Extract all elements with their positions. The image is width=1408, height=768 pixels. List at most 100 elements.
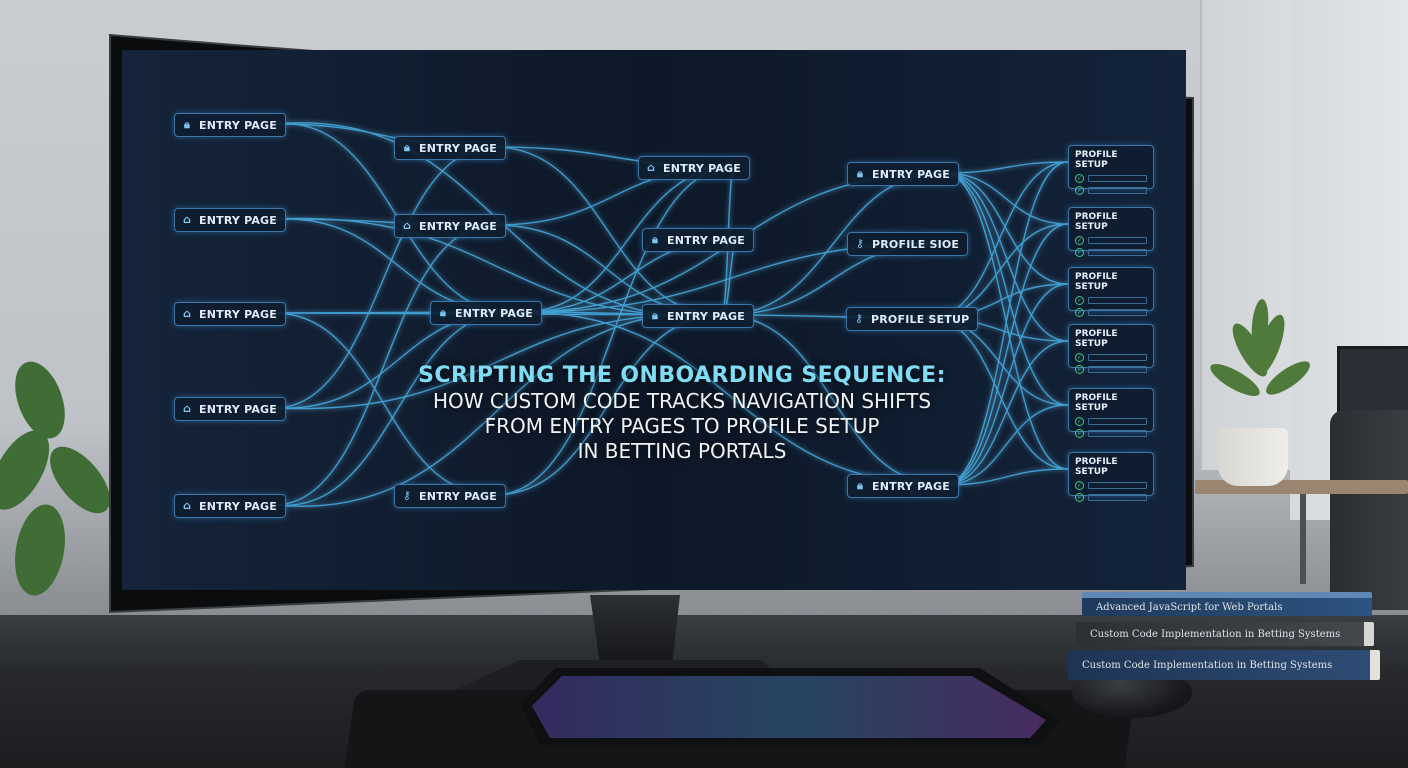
node-label: PROFILE SETUP — [871, 312, 970, 326]
node-label: ENTRY PAGE — [663, 161, 741, 175]
book: Custom Code Implementation in Betting Sy… — [1068, 650, 1380, 680]
node-label: ENTRY PAGE — [199, 118, 277, 132]
node-label: ENTRY PAGE — [667, 233, 745, 247]
headline-subtitle-1: HOW CUSTOM CODE TRACKS NAVIGATION SHIFTS — [432, 389, 932, 413]
entry-node[interactable]: 🔒︎ ENTRY PAGE — [642, 304, 754, 328]
node-label: ENTRY PAGE — [667, 309, 745, 323]
flow-connection-glow — [273, 311, 723, 509]
lock-icon: 🔒︎ — [439, 306, 447, 319]
card-title: PROFILE SETUP — [1075, 150, 1118, 170]
form-field[interactable] — [1088, 174, 1147, 182]
profile-setup-card[interactable]: PROFILE SETUP ✓ ✓ — [1068, 145, 1154, 195]
node-label: ENTRY PAGE — [199, 402, 277, 416]
monitor-screen: 🔒︎ ENTRY PAGE ⌂ ENTRY PAGE ⌂ ENTRY PAGE ⌂ EN… — [122, 50, 1186, 590]
home-icon: ⌂ — [646, 161, 656, 174]
node-label: PROFILE SIOE — [872, 237, 960, 251]
lock-icon: 🔒︎ — [651, 309, 659, 322]
headline-title: SCRIPTING THE ONBOARDING SEQUENCE: — [418, 363, 946, 388]
book-title: Advanced JavaScript for Web Portals — [1096, 601, 1283, 613]
flow-connection-glow — [943, 171, 1069, 286]
entry-node[interactable]: ⌂ ENTRY PAGE — [174, 494, 286, 518]
profile-setup-card[interactable]: PROFILE SETUP ✓ ✓ — [1068, 452, 1154, 502]
node-label: ENTRY PAGE — [199, 499, 277, 513]
node-label: ENTRY PAGE — [199, 213, 277, 227]
form-field[interactable] — [1088, 353, 1147, 361]
flow-connection-glow — [273, 145, 495, 410]
home-icon: ⌂ — [182, 499, 192, 512]
form-field[interactable] — [1088, 417, 1147, 425]
check-icon: ✓ — [1075, 235, 1084, 245]
flow-connection-glow — [943, 171, 1069, 471]
profile-node[interactable]: ⚷PROFILE SIOE — [847, 232, 969, 256]
check-icon: ✓ — [1075, 352, 1084, 362]
node-label: ENTRY PAGE — [419, 141, 497, 155]
book: Custom Code Implementation in Betting Sy… — [1076, 622, 1374, 646]
book-title: Custom Code Implementation in Betting Sy… — [1082, 659, 1333, 671]
key-icon: ⚷ — [402, 489, 412, 502]
profile-setup-card[interactable]: PROFILE SETUP ✓ ✓ — [1068, 267, 1154, 317]
check-icon: ✓ — [1075, 247, 1084, 257]
flow-connection-glow — [273, 312, 723, 411]
headline-subtitle-3: IN BETTING PORTALS — [577, 439, 787, 463]
flow-connection-glow — [943, 171, 1069, 226]
card-title: PROFILE SETUP — [1075, 457, 1118, 477]
flow-connection-glow — [943, 467, 1069, 487]
form-field[interactable] — [1088, 236, 1147, 244]
profile-node[interactable]: ⚷PROFILE SETUP — [846, 307, 979, 331]
profile-setup-card[interactable]: PROFILE SETUP ✓ ✓ — [1068, 207, 1154, 257]
node-label: ENTRY PAGE — [419, 489, 497, 503]
flow-connection-glow — [943, 339, 1069, 487]
check-icon: ✓ — [1075, 295, 1084, 305]
form-field[interactable] — [1088, 493, 1147, 501]
profile-setup-card[interactable]: PROFILE SETUP ✓ ✓ — [1068, 388, 1154, 438]
card-title: PROFILE SETUP — [1075, 272, 1118, 292]
form-field[interactable] — [1088, 365, 1147, 373]
check-icon: ✓ — [1075, 173, 1084, 183]
entry-node[interactable]: 🔒︎ ENTRY PAGE — [847, 162, 959, 186]
lock-icon: 🔒︎ — [856, 167, 864, 180]
entry-node[interactable]: ⚷ ENTRY PAGE — [394, 484, 506, 508]
check-icon: ✓ — [1075, 416, 1084, 426]
form-field[interactable] — [1088, 481, 1147, 489]
card-title: PROFILE SETUP — [1075, 329, 1118, 349]
check-icon: ✓ — [1075, 307, 1084, 317]
home-icon: ⌂ — [182, 402, 192, 415]
flow-connection-glow — [943, 160, 1069, 175]
flow-connection-glow — [943, 403, 1069, 487]
office-chair — [1330, 410, 1408, 610]
check-icon: ✓ — [1075, 185, 1084, 195]
node-label: ENTRY PAGE — [199, 307, 277, 321]
card-title: PROFILE SETUP — [1075, 393, 1118, 413]
profile-setup-card[interactable]: PROFILE SETUP ✓ ✓ — [1068, 324, 1154, 374]
headline: SCRIPTING THE ONBOARDING SEQUENCE: HOW C… — [342, 362, 1022, 464]
node-label: ENTRY PAGE — [455, 306, 533, 320]
home-icon: ⌂ — [182, 307, 192, 320]
entry-node[interactable]: ⌂ ENTRY PAGE — [394, 214, 506, 238]
form-field[interactable] — [1088, 186, 1147, 194]
flow-connection-glow — [943, 282, 1069, 487]
potted-plant-left — [0, 361, 110, 596]
form-field[interactable] — [1088, 296, 1147, 304]
entry-node[interactable]: ⌂ ENTRY PAGE — [638, 156, 750, 180]
entry-node[interactable]: ⌂ ENTRY PAGE — [174, 302, 286, 326]
potted-plant-right — [1210, 299, 1310, 397]
entry-node[interactable]: 🔒︎ENTRY PAGE — [174, 113, 286, 137]
entry-node[interactable]: ⌂ ENTRY PAGE — [174, 397, 286, 421]
entry-node[interactable]: 🔒︎ENTRY PAGE — [847, 474, 959, 498]
entry-node[interactable]: 🔒︎ ENTRY PAGE — [642, 228, 754, 252]
side-desk-leg — [1300, 494, 1306, 584]
form-field[interactable] — [1088, 429, 1147, 437]
card-title: PROFILE SETUP — [1075, 212, 1118, 232]
entry-node[interactable]: 🔒︎ ENTRY PAGE — [430, 301, 542, 325]
node-label: ENTRY PAGE — [419, 219, 497, 233]
entry-node[interactable]: ⌂ENTRY PAGE — [174, 208, 286, 232]
lock-icon: 🔒︎ — [651, 233, 659, 246]
home-icon: ⌂ — [402, 219, 412, 232]
form-field[interactable] — [1088, 308, 1147, 316]
plant-pot — [1218, 428, 1288, 486]
entry-node[interactable]: 🔒︎ENTRY PAGE — [394, 136, 506, 160]
form-field[interactable] — [1088, 248, 1147, 256]
node-label: ENTRY PAGE — [872, 167, 950, 181]
headline-subtitle-2: FROM ENTRY PAGES TO PROFILE SETUP — [484, 414, 880, 438]
